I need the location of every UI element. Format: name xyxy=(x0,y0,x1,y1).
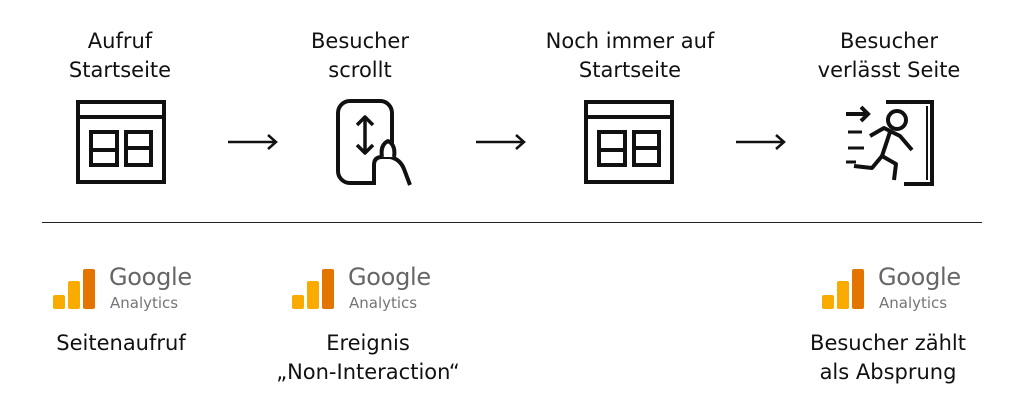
step-label-1: Aufruf Startseite xyxy=(10,27,230,85)
analytics-product-text: Analytics xyxy=(110,294,179,312)
result-3-line-1: Besucher zählt xyxy=(810,331,966,355)
step-1-line-2: Startseite xyxy=(68,58,172,82)
step-3-line-1: Noch immer auf xyxy=(545,29,715,53)
step-1-line-1: Aufruf xyxy=(87,29,153,53)
google-analytics-logo-3: Google Analytics xyxy=(822,263,982,313)
google-brand-text: Google xyxy=(109,263,192,291)
step-label-3: Noch immer auf Startseite xyxy=(520,27,740,85)
analytics-bars-icon xyxy=(53,269,95,309)
step-label-4: Besucher verlässt Seite xyxy=(779,27,999,85)
google-analytics-logo-1: Google Analytics xyxy=(53,263,213,313)
analytics-product-text: Analytics xyxy=(879,294,948,312)
step-2-line-1: Besucher xyxy=(311,29,409,53)
result-1-line-1: Seitenaufruf xyxy=(56,331,186,355)
google-analytics-logo-2: Google Analytics xyxy=(292,263,452,313)
step-4-line-2: verlässt Seite xyxy=(817,58,961,82)
result-2-line-2: „Non-Interaction“ xyxy=(276,360,460,384)
analytics-bars-icon xyxy=(822,269,864,309)
step-4-line-1: Besucher xyxy=(840,29,938,53)
result-label-1: Seitenaufruf xyxy=(1,329,241,358)
step-label-2: Besucher scrollt xyxy=(250,27,470,85)
result-label-3: Besucher zählt als Absprung xyxy=(768,329,1008,387)
browser-window-icon xyxy=(76,100,166,184)
step-2-line-2: scrollt xyxy=(328,58,392,82)
google-brand-text: Google xyxy=(878,263,961,291)
divider xyxy=(42,222,982,223)
google-brand-text: Google xyxy=(348,263,431,291)
result-2-line-1: Ereignis xyxy=(326,331,410,355)
arrow-right-icon xyxy=(736,134,786,150)
result-3-line-2: als Absprung xyxy=(819,360,957,384)
arrow-right-icon xyxy=(476,134,526,150)
analytics-bars-icon xyxy=(292,269,334,309)
step-3-line-2: Startseite xyxy=(578,58,682,82)
exit-running-icon xyxy=(846,100,934,186)
phone-scroll-icon xyxy=(336,99,412,186)
arrow-right-icon xyxy=(228,134,278,150)
analytics-product-text: Analytics xyxy=(349,294,418,312)
browser-window-icon xyxy=(584,100,674,184)
result-label-2: Ereignis „Non-Interaction“ xyxy=(248,329,488,387)
